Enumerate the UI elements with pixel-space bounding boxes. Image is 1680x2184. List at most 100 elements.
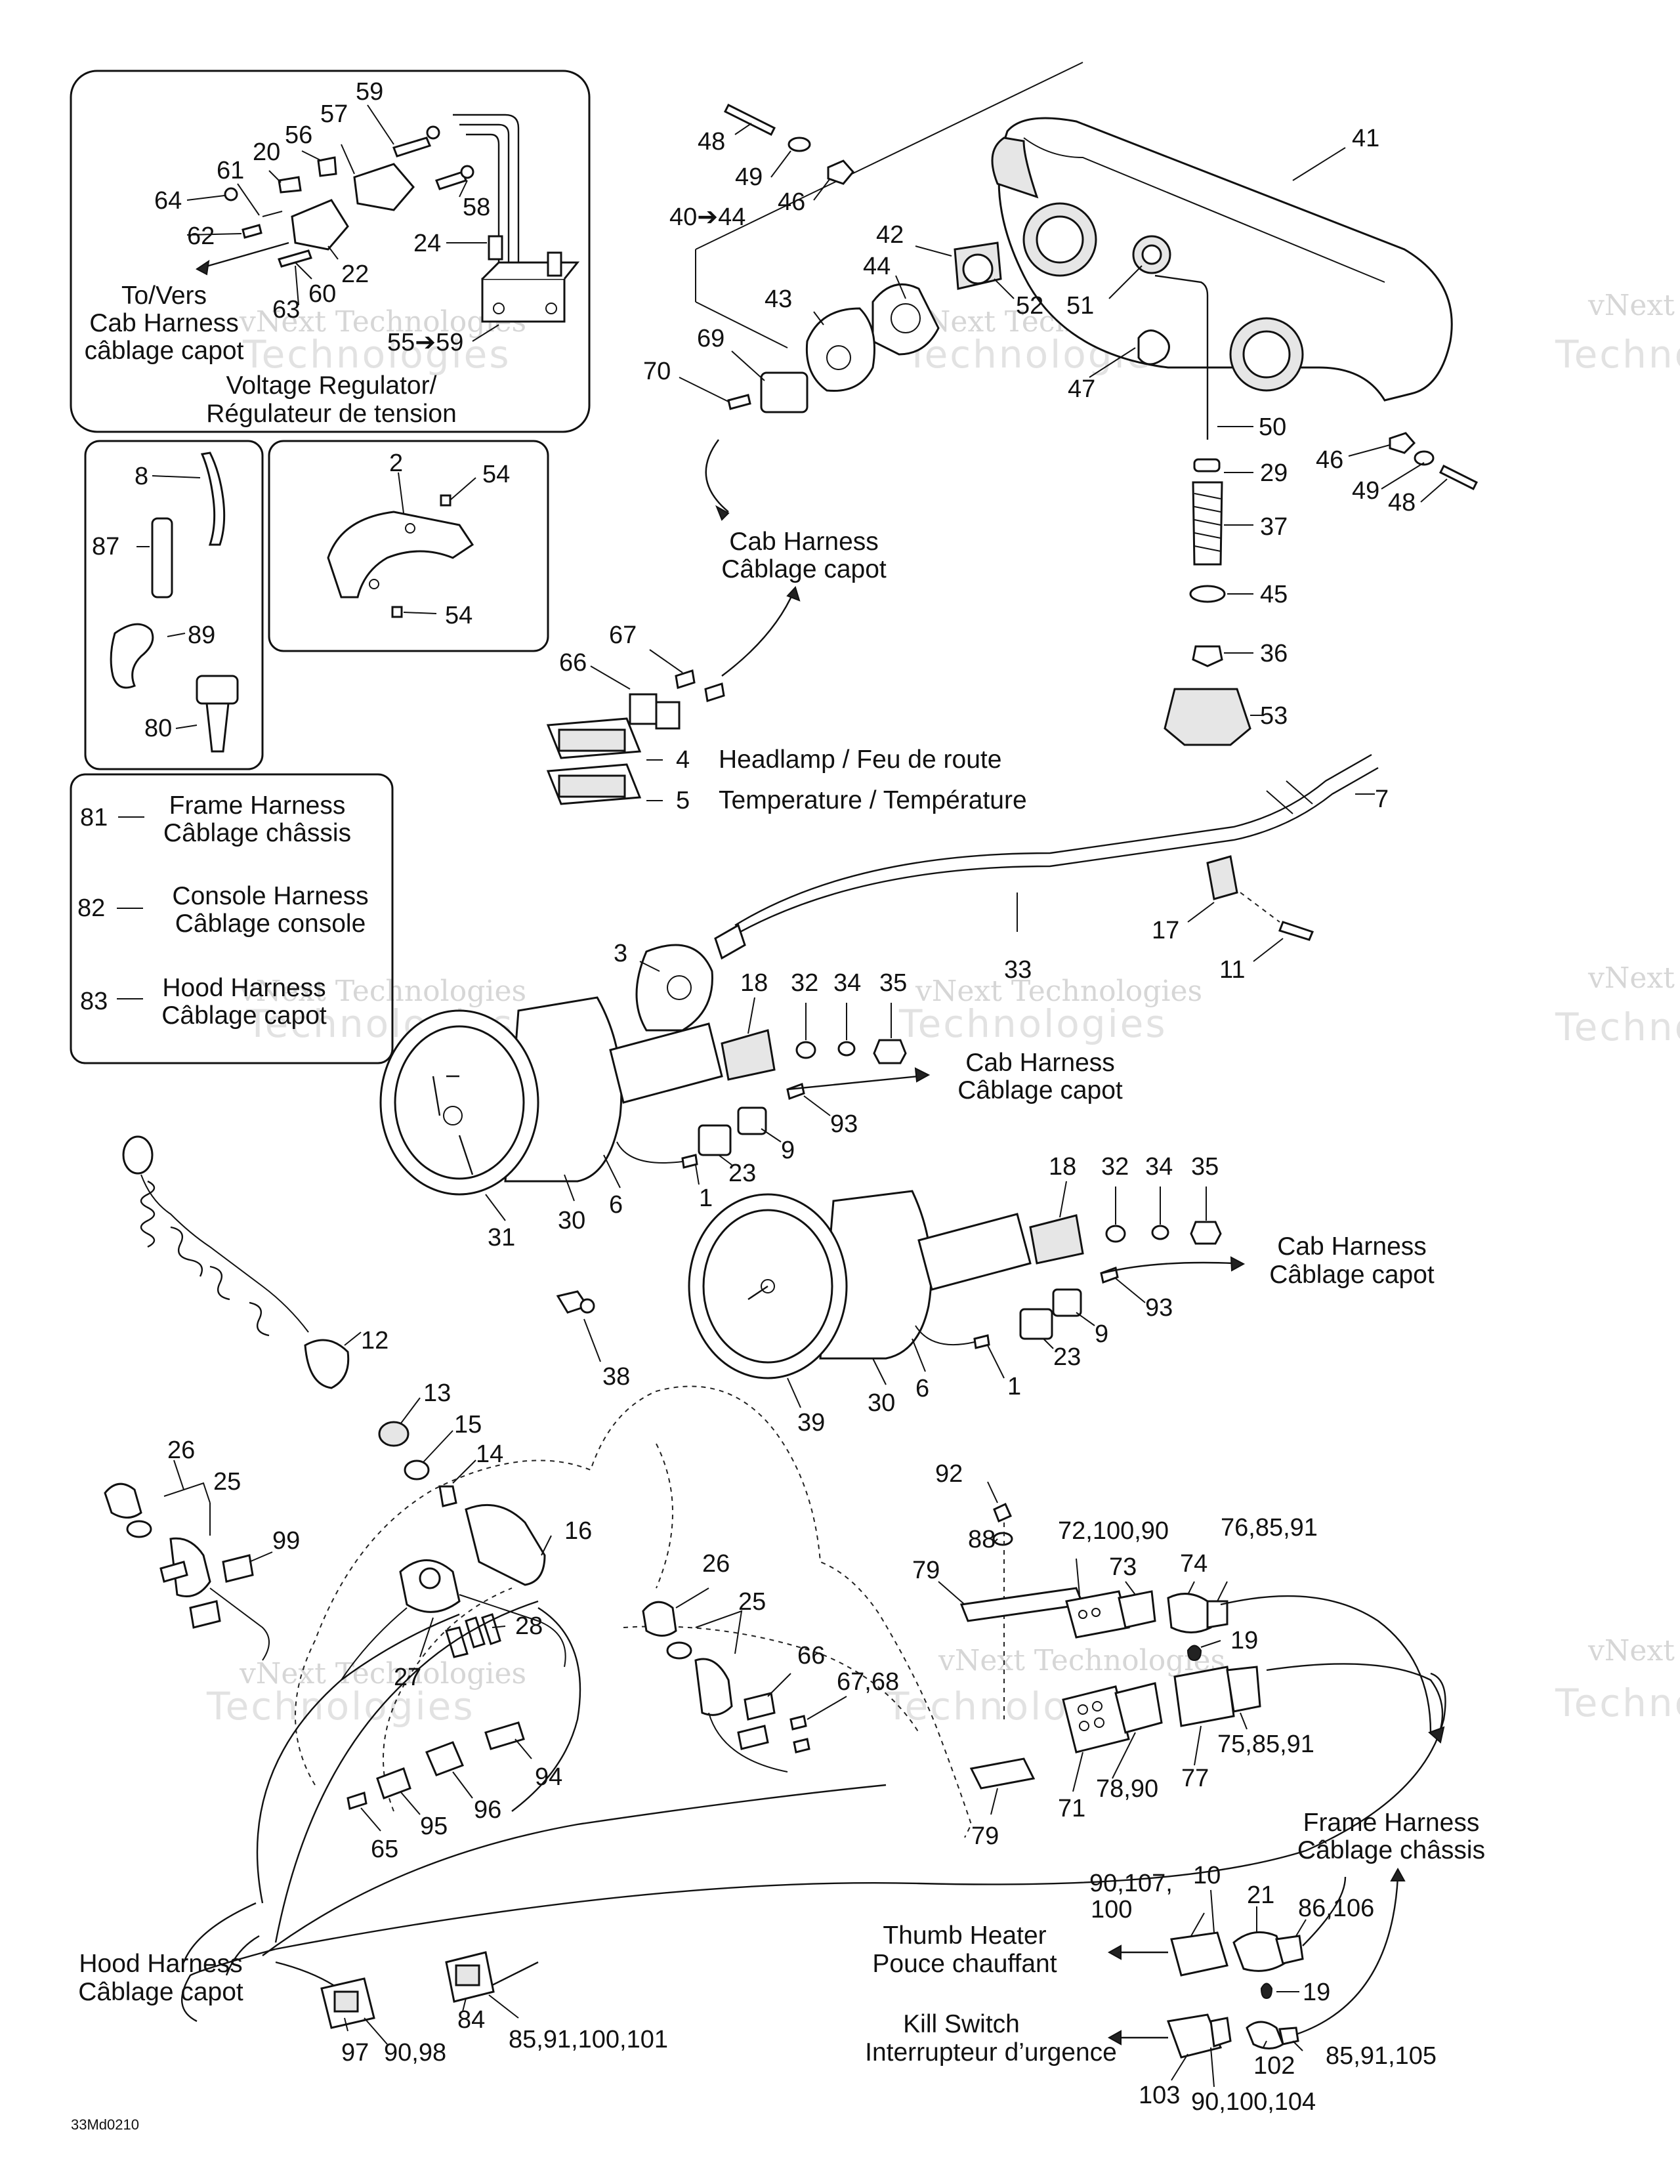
part-number-13: 13 <box>423 1379 451 1407</box>
switch-wire <box>708 1712 788 1773</box>
inset-fasteners: 8 87 89 80 <box>84 440 264 770</box>
part-number-54: 54 <box>482 461 510 488</box>
leader-line <box>813 311 824 326</box>
switch-body-icon <box>694 1658 733 1716</box>
gauge-39: 18 32 34 35 93 9 23 1 6 30 39 Cab Harnes… <box>688 1153 1435 1437</box>
leader-line <box>1187 902 1215 923</box>
connector-76-icon <box>1206 1600 1228 1629</box>
part-number-48: 48 <box>1388 489 1416 516</box>
leader-line <box>718 1154 732 1166</box>
thumb-heater-kill-switch-group: 90,107, 100 10 21 86,106 19 102 85,91,10… <box>865 1862 1437 2116</box>
pin-icon <box>1078 1704 1088 1715</box>
cable-tie-icon <box>200 452 226 546</box>
watermark-text: vNext Technologies <box>1587 961 1680 995</box>
part-number-27: 27 <box>394 1664 421 1691</box>
leader-line <box>301 150 322 161</box>
part-number-59: 59 <box>356 78 383 106</box>
harness-wire <box>1302 1876 1347 1946</box>
watermark-text: Technologies <box>242 332 511 377</box>
leader-line <box>1076 1558 1080 1595</box>
leader-line <box>747 997 755 1034</box>
terminal-28-icon <box>465 1616 486 1648</box>
watermark-text: vNext Technologies <box>938 1644 1225 1677</box>
grease-19-icon <box>1186 1645 1202 1662</box>
gauge-wire-harness-icon <box>609 1022 723 1104</box>
arrow-icon <box>715 505 730 521</box>
terminal-67-icon <box>789 1715 807 1731</box>
switch-face-icon <box>558 774 626 798</box>
connector-face-icon <box>455 1964 480 1986</box>
pin-icon <box>1079 1721 1089 1731</box>
washer-49-icon <box>1414 450 1435 466</box>
leader-line <box>398 472 404 514</box>
part-number-34: 34 <box>833 969 861 997</box>
part-number-10: 10 <box>1193 1862 1221 1889</box>
caption-voltage-regulator-1: Voltage Regulator/ <box>226 371 437 400</box>
watermark-text: vNext Technologies <box>239 305 526 339</box>
caption-to-cab-harness-3: câblage capot <box>85 337 244 365</box>
inset-bracket: 2 54 54 <box>268 440 549 652</box>
leader-line <box>1292 2040 1303 2051</box>
nut-46-icon <box>827 159 854 185</box>
part-number-72-100-90: 72,100,90 <box>1058 1517 1169 1545</box>
part-number-79: 79 <box>912 1557 940 1584</box>
leader-line <box>186 195 225 201</box>
mount-hole-icon <box>545 303 557 314</box>
part-number-67-68: 67,68 <box>837 1668 899 1696</box>
part-number-12: 12 <box>361 1327 388 1354</box>
bolt-48-icon <box>723 103 776 136</box>
caption-cab-harness-1: Cab Harness <box>1277 1232 1427 1261</box>
screw-11-icon <box>1278 921 1314 941</box>
arrow-icon <box>1107 2030 1122 2046</box>
hole-icon <box>405 523 415 534</box>
harness-wire <box>225 1935 260 1976</box>
harness-wire <box>1295 1876 1399 2036</box>
part-number-77: 77 <box>1181 1765 1209 1792</box>
part-number-89: 89 <box>188 621 215 649</box>
bracket-icon <box>327 511 474 598</box>
part-number-18: 18 <box>1049 1153 1076 1181</box>
leader-line <box>767 1673 791 1697</box>
leader-line <box>1115 1278 1146 1303</box>
terminal-28-icon <box>445 1626 469 1658</box>
arrow-icon <box>1107 1944 1122 1960</box>
main-harness: Frame Harness Câblage châssis <box>182 1595 1485 1976</box>
watermark-text: Technologies <box>898 1001 1167 1046</box>
leader-line <box>1194 1725 1202 1766</box>
part-number-71: 71 <box>1058 1795 1085 1822</box>
terminal-70-icon <box>727 394 751 410</box>
connector-74-icon <box>1167 1593 1212 1633</box>
caption-cab-harness-2: Câblage capot <box>721 555 887 583</box>
terminal-1-icon <box>973 1334 990 1349</box>
watermark-text: vNext Technologies <box>239 975 526 1008</box>
switch-group: 66 67 4 Headlamp / Feu de route 5 Temper… <box>546 621 1027 814</box>
leader-line <box>452 1771 473 1799</box>
connector-23-icon <box>698 1124 732 1156</box>
plate-79-icon <box>969 1757 1036 1790</box>
tether-loop-icon <box>122 1135 154 1175</box>
switch-body-icon <box>169 1537 211 1597</box>
leader-line <box>990 1788 998 1815</box>
leader-line <box>807 1696 847 1720</box>
pin-61-icon <box>262 211 283 217</box>
part-number-95: 95 <box>420 1813 448 1840</box>
terminal-59-icon <box>392 136 432 158</box>
part-number-15: 15 <box>454 1411 482 1438</box>
connector-90-107-100-icon <box>1170 1931 1228 1977</box>
boot-hole-icon <box>826 345 851 370</box>
screw-icon <box>205 702 230 753</box>
leader-line <box>514 1738 532 1759</box>
leader-line <box>472 324 499 342</box>
part-number-14: 14 <box>476 1440 503 1468</box>
caption-thumb-heater-2: Pouce chauffant <box>872 1950 1057 1978</box>
part-number-43: 43 <box>765 285 792 313</box>
plate-79-icon <box>959 1587 1085 1622</box>
terminal-67-icon <box>675 669 696 689</box>
part-number-76-85-91: 76,85,91 <box>1221 1514 1318 1542</box>
legend-number: 83 <box>80 988 108 1015</box>
washer-15-icon <box>404 1460 430 1480</box>
switch-16-icon <box>465 1503 546 1586</box>
tether-cord: 12 13 15 14 16 <box>122 1135 592 1586</box>
leader-line <box>341 144 355 175</box>
leader-line <box>249 1551 273 1563</box>
